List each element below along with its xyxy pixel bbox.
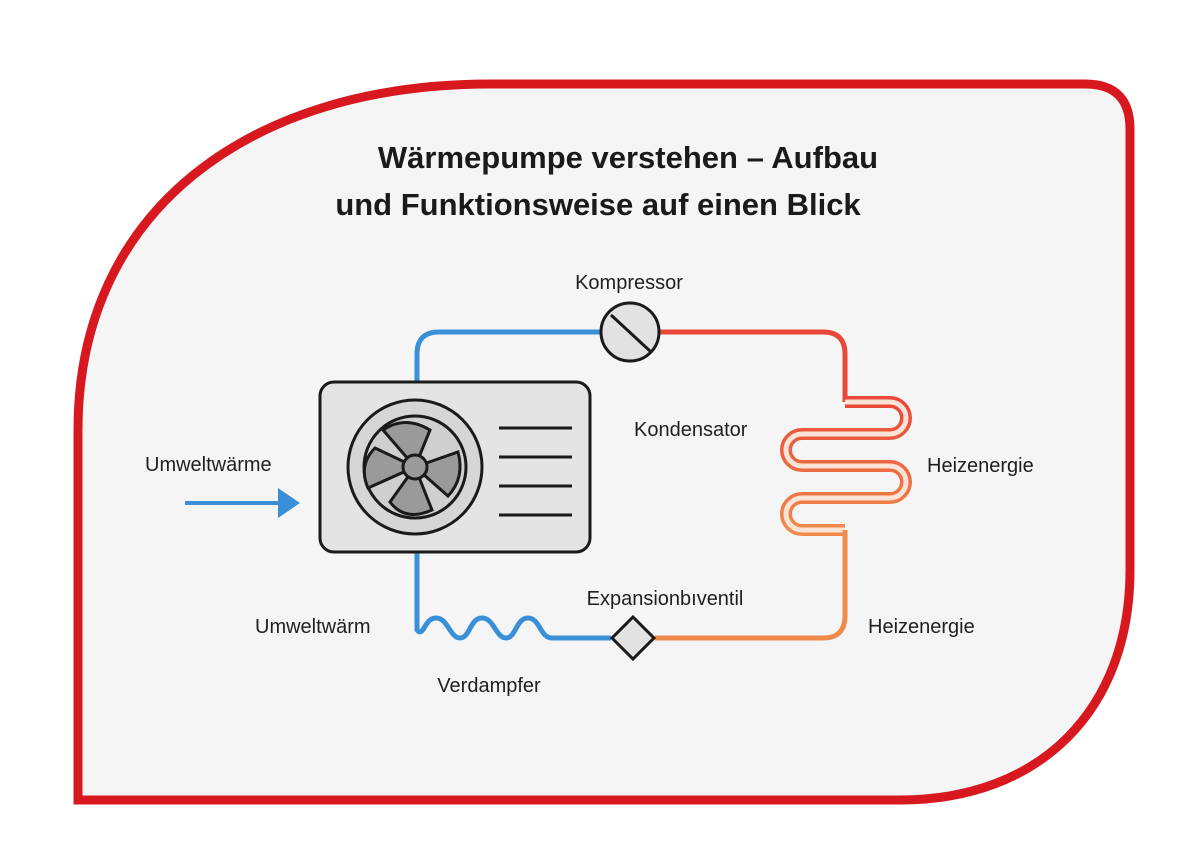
outdoor-unit-icon — [318, 380, 592, 554]
vent-lines — [499, 426, 572, 517]
hot-pipe-top — [659, 329, 848, 402]
label-heating-energy-top: Heizenergie — [927, 455, 1034, 477]
expansion-valve-icon — [609, 614, 657, 662]
label-ambient-heat-bottom: Umweltwärm — [255, 616, 371, 638]
ambient-heat-arrow-icon — [185, 488, 300, 518]
condenser-coil-inner — [783, 399, 909, 533]
evaporator-coil — [414, 552, 611, 641]
compressor-icon — [599, 301, 661, 363]
title-line-1: Wärmepumpe verstehen – Aufbau — [378, 140, 878, 175]
label-compressor: Kompressor — [575, 272, 683, 294]
fan-icon — [362, 421, 462, 516]
label-ambient-heat-in: Umweltwärme — [145, 454, 272, 476]
label-expansion-valve: Expansionbıventil — [587, 588, 744, 610]
label-condenser: Kondensator — [634, 419, 748, 441]
label-evaporator: Verdampfer — [437, 675, 541, 697]
label-heating-energy-bottom: Heizenergie — [868, 616, 975, 638]
cold-pipe-top — [414, 329, 601, 382]
frame-border — [73, 79, 1135, 805]
warm-pipe-bottom — [655, 530, 848, 641]
title-line-2: und Funktionsweise auf einen Blick — [335, 187, 861, 222]
